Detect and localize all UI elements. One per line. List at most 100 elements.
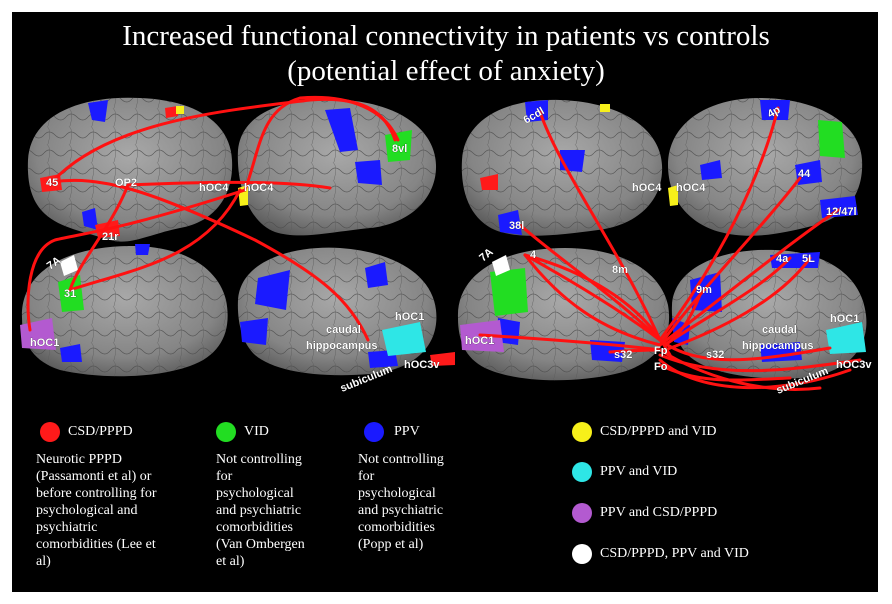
label-4p: 4p	[766, 104, 783, 121]
label-8m: 8m	[612, 264, 628, 276]
left-hemisphere-group	[21, 97, 437, 377]
label-12-47l: 12/47l	[826, 206, 857, 218]
connection-line	[523, 253, 672, 357]
connection-line	[538, 110, 662, 342]
label-op2: OP2	[115, 177, 137, 189]
connection-line	[663, 256, 792, 347]
label-caudal-left: caudal	[326, 324, 361, 336]
connection-line	[68, 188, 242, 292]
connection-line	[26, 95, 400, 332]
connection-line	[68, 183, 130, 292]
all-parcel	[60, 255, 78, 276]
legend-dot-vid	[216, 422, 236, 442]
ppv-vid-parcel	[826, 322, 866, 354]
connection-line	[663, 256, 812, 352]
all-parcel	[492, 255, 510, 276]
connection-line	[478, 333, 662, 352]
connection-line	[658, 338, 832, 362]
ppv-parcel	[255, 270, 290, 310]
label-8vl: 8vl	[392, 143, 407, 155]
figure-title: Increased functional connectivity in pat…	[122, 20, 770, 52]
label-hoc4-b: hOC4	[244, 182, 274, 194]
legend-dot-csd-vid	[572, 422, 592, 442]
connections	[26, 95, 862, 391]
label-caudal-right: caudal	[762, 324, 797, 336]
connection-line	[663, 293, 702, 347]
label-hoc3v-left: hOC3v	[404, 359, 440, 371]
csd-vid-parcel	[668, 185, 678, 206]
connection-line	[658, 363, 792, 382]
label-hoc4-a: hOC4	[199, 182, 229, 194]
ppv-parcel	[795, 160, 822, 185]
left-lateral-texture	[27, 97, 233, 242]
ppv-parcel	[365, 262, 388, 288]
connection-line	[658, 353, 862, 373]
vid-parcel	[58, 275, 84, 312]
connection-line	[523, 253, 662, 347]
vid-parcel	[818, 120, 845, 158]
label-hoc4-c: hOC4	[632, 182, 662, 194]
label-hoc1-left-2: hOC1	[395, 311, 424, 323]
ppv-parcel	[135, 244, 150, 255]
label-44: 44	[798, 168, 811, 180]
legend-desc-ppv: Not controlling for psychological and ps…	[358, 452, 444, 552]
legend-desc-csd-pppd: Neurotic PPPD (Passamonti et al) or befo…	[36, 452, 157, 569]
label-hoc1-left: hOC1	[30, 337, 59, 349]
label-hoc1-right: hOC1	[465, 335, 494, 347]
label-4a: 4a	[776, 253, 789, 265]
ppv-vid-parcel	[382, 322, 426, 356]
ppv-parcel	[325, 108, 358, 152]
connection-line	[50, 178, 370, 342]
connection-line	[658, 176, 802, 347]
legend-dot-all	[572, 544, 592, 564]
ppv-parcel	[760, 100, 790, 120]
legend-label-ppv: PPV	[394, 424, 420, 439]
label-4: 4	[530, 249, 537, 261]
ppv-parcel	[60, 344, 82, 362]
ppv-parcel	[240, 318, 268, 345]
csd-parcel	[430, 352, 455, 366]
label-hoc1-right-2: hOC1	[830, 313, 859, 325]
ppv-parcel	[88, 100, 108, 122]
legend-dot-ppv	[364, 422, 384, 442]
label-hoc4-d: hOC4	[676, 182, 706, 194]
label-9m: 9m	[696, 284, 712, 296]
legend-label-vid: VID	[244, 424, 269, 439]
legend-dot-csd-pppd	[40, 422, 60, 442]
ppv-parcel	[498, 210, 522, 235]
right-lateral-texture-2	[668, 98, 863, 236]
label-hippocampus-left: hippocampus	[306, 340, 378, 352]
label-fo: Fo	[654, 361, 668, 373]
vid-parcel	[385, 130, 412, 162]
right-medial-texture-2	[671, 249, 867, 379]
csd-parcel	[480, 174, 498, 190]
legend-label-ppv-vid: PPV and VID	[600, 464, 678, 479]
label-5l: 5L	[802, 253, 815, 265]
connection-line	[658, 106, 780, 342]
connection-line	[608, 348, 662, 354]
csd-vid-parcel	[600, 104, 610, 112]
label-45: 45	[46, 177, 58, 189]
connection-line	[126, 180, 332, 190]
legend-dot-ppv-vid	[572, 462, 592, 482]
legend-label-ppv-csd: PPV and CSD/PPPD	[600, 505, 718, 520]
figure-subtitle: (potential effect of anxiety)	[287, 55, 605, 87]
label-hippocampus-right: hippocampus	[742, 340, 814, 352]
legend-label-csd-vid: CSD/PPPD and VID	[600, 424, 717, 439]
label-s32-a: s32	[614, 349, 632, 361]
ppv-parcel	[355, 160, 382, 185]
connection-line	[523, 253, 662, 342]
legend-label-all: CSD/PPPD, PPV and VID	[600, 546, 749, 561]
label-21r: 21r	[102, 231, 119, 243]
legend-dot-ppv-csd	[572, 503, 592, 523]
legend-label-csd-pppd: CSD/PPPD	[68, 424, 133, 439]
vid-parcel	[490, 268, 528, 316]
label-31: 31	[64, 288, 76, 300]
ppv-parcel	[700, 160, 722, 180]
legend-desc-vid: Not controlling for psychological and ps…	[216, 452, 305, 569]
label-38l: 38l	[509, 220, 524, 232]
label-hoc3v-right: hOC3v	[836, 359, 872, 371]
label-fp: Fp	[654, 345, 668, 357]
csd-vid-parcel	[176, 106, 184, 114]
